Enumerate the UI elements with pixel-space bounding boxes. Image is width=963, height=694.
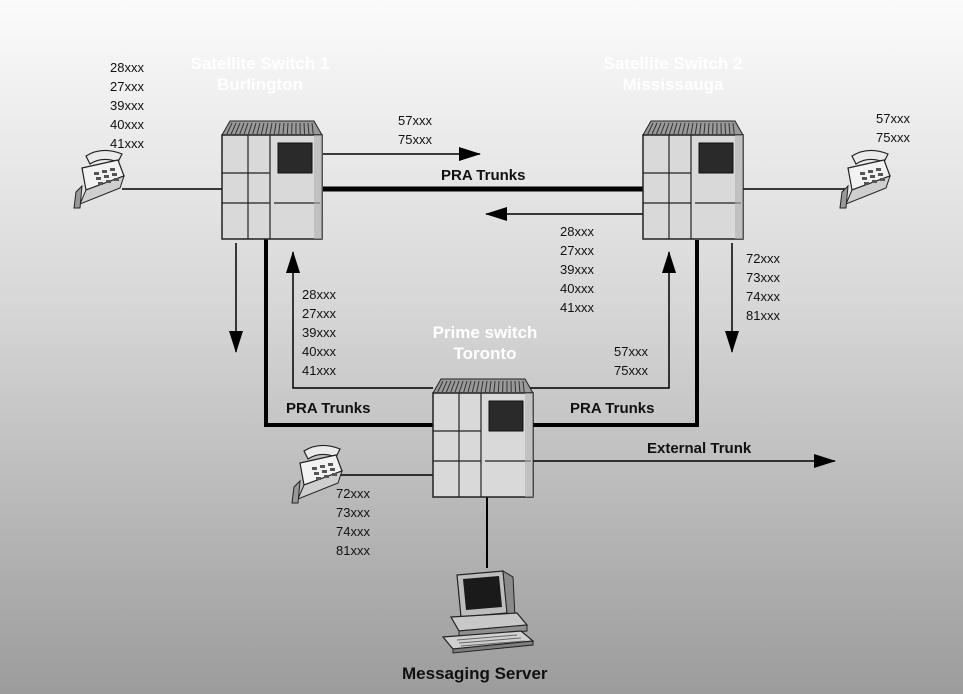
number-range-item: 27xxx xyxy=(560,241,594,260)
telephone-icon xyxy=(840,150,890,208)
number-range-item: 73xxx xyxy=(746,268,780,287)
number-range-item: 40xxx xyxy=(560,279,594,298)
number-range-item: 74xxx xyxy=(336,522,370,541)
satellite-switch-2-city: Mississauga xyxy=(578,74,768,95)
number-range-item: 75xxx xyxy=(398,130,432,149)
number-range-item: 81xxx xyxy=(746,306,780,325)
telephone-icon xyxy=(292,445,342,503)
pra-trunks-label-left: PRA Trunks xyxy=(286,400,370,417)
number-range-item: 40xxx xyxy=(110,115,144,134)
number-range-item: 75xxx xyxy=(614,361,648,380)
number-range-item: 28xxx xyxy=(302,285,336,304)
number-range-item: 39xxx xyxy=(110,96,144,115)
pra-trunks-label-top: PRA Trunks xyxy=(441,167,525,184)
messaging-server-label: Messaging Server xyxy=(402,664,548,684)
number-range-item: 39xxx xyxy=(560,260,594,279)
pra-trunks-label-right: PRA Trunks xyxy=(570,400,654,417)
satellite-switch-2-cabinet xyxy=(643,121,743,239)
number-range-item: 41xxx xyxy=(302,361,336,380)
number-range-item: 40xxx xyxy=(302,342,336,361)
prime-switch-cabinet xyxy=(433,379,533,497)
arrow-prime-to-s2 xyxy=(530,252,669,388)
computer-icon xyxy=(443,571,533,653)
number-range-item: 28xxx xyxy=(110,58,144,77)
number-range-item: 41xxx xyxy=(560,298,594,317)
prime-switch-title: Prime switch Toronto xyxy=(405,322,565,364)
prime-switch-name: Prime switch xyxy=(405,322,565,343)
number-range-item: 73xxx xyxy=(336,503,370,522)
satellite-switch-1-title: Satellite Switch 1 Burlington xyxy=(172,53,348,95)
number-range-item: 57xxx xyxy=(398,111,432,130)
satellite-switch-2-name: Satellite Switch 2 xyxy=(578,53,768,74)
number-range-item: 28xxx xyxy=(560,222,594,241)
number-range-item: 27xxx xyxy=(110,77,144,96)
number-range-item: 74xxx xyxy=(746,287,780,306)
number-range-item: 57xxx xyxy=(614,342,648,361)
satellite-switch-1-name: Satellite Switch 1 xyxy=(172,53,348,74)
number-range-item: 27xxx xyxy=(302,304,336,323)
satellite-switch-2-title: Satellite Switch 2 Mississauga xyxy=(578,53,768,95)
number-range-item: 72xxx xyxy=(746,249,780,268)
prime-switch-city: Toronto xyxy=(405,343,565,364)
number-range-item: 72xxx xyxy=(336,484,370,503)
satellite-switch-1-cabinet xyxy=(222,121,322,239)
number-range-item: 41xxx xyxy=(110,134,144,153)
number-range-item: 57xxx xyxy=(876,109,910,128)
number-range-item: 81xxx xyxy=(336,541,370,560)
telephone-icon xyxy=(74,150,124,208)
external-trunk-label: External Trunk xyxy=(647,440,751,457)
number-range-item: 75xxx xyxy=(876,128,910,147)
satellite-switch-1-city: Burlington xyxy=(172,74,348,95)
number-range-item: 39xxx xyxy=(302,323,336,342)
